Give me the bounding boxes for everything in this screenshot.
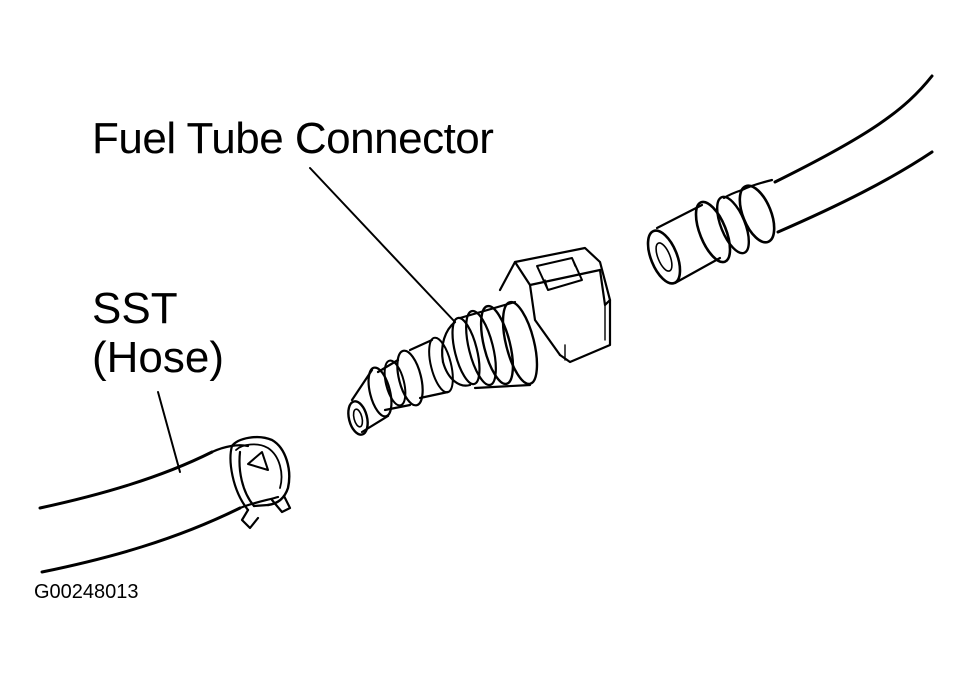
- fuel-tube-connector: [347, 246, 612, 436]
- sst-hose: [38, 444, 280, 574]
- hose-clamp: [229, 435, 292, 530]
- fuel-tube-connector-label: Fuel Tube Connector: [92, 114, 494, 163]
- hose-label: (Hose): [92, 333, 225, 382]
- fuel-tube: [646, 74, 934, 285]
- sst-label: SST: [92, 284, 178, 333]
- hose-leader-line: [157, 391, 181, 473]
- connector-leader-line: [309, 167, 456, 323]
- figure-code: G00248013: [34, 581, 139, 603]
